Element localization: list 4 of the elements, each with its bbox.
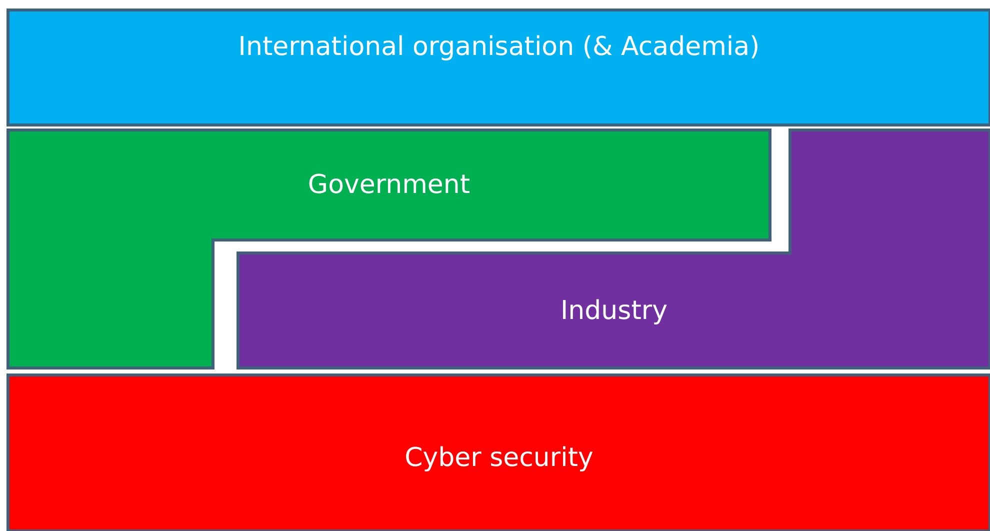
block-label: Industry	[560, 295, 668, 328]
block-label: Cyber security	[404, 442, 594, 475]
block-label: Government	[306, 169, 472, 202]
block-label: International organisation (& Academia)	[237, 31, 761, 64]
